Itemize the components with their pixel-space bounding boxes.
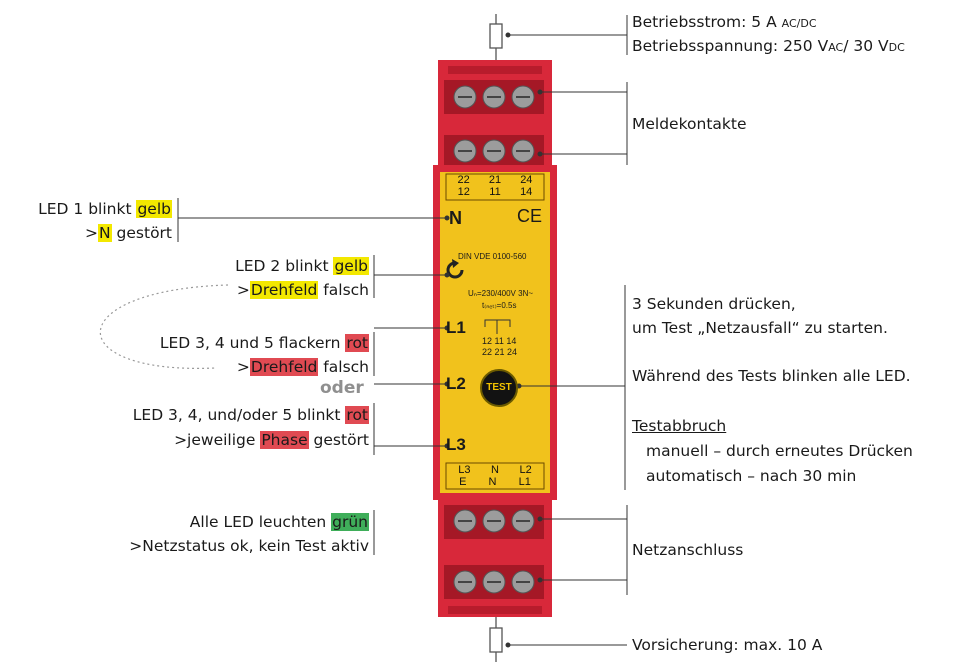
terminal-label: N [491, 464, 499, 476]
highlight-red: rot [345, 334, 369, 352]
led-label-l1: L1 [446, 318, 466, 337]
highlight-yellow: N [98, 224, 112, 242]
test-instruction-1: 3 Sekunden drücken, [632, 295, 796, 313]
terminal-label: 11 [489, 186, 501, 198]
relay-row1: 12 11 14 [482, 336, 517, 346]
terminal-label: 24 [520, 174, 533, 186]
text: LED 3, 4 und 5 flackern [159, 334, 346, 352]
text: >jeweilige [174, 431, 261, 449]
spec-time: t₍ₙₑₜ₎=0.5s [482, 301, 517, 310]
highlight-red: Drehfeld [249, 358, 319, 376]
text: falsch [318, 281, 369, 299]
led-label-l3: L3 [446, 435, 466, 454]
text: LED 1 blinkt [38, 200, 137, 218]
test-button[interactable]: TEST [480, 369, 518, 407]
pre-fuse-label: Vorsicherung: max. 10 A [632, 636, 823, 654]
operating-current: Betriebsstrom: 5 A AC/DC [632, 12, 817, 34]
terminal-label: L3 [458, 464, 471, 476]
led345-blink-line1: LED 3, 4, und/oder 5 blinkt rot [133, 405, 369, 425]
text: AC [828, 41, 844, 54]
operating-voltage: Betriebsspannung: 250 VAC/ 30 VDC [632, 36, 905, 58]
text: Betriebsspannung: 250 V [632, 37, 829, 55]
callout-lines [177, 15, 628, 648]
din-label: DIN VDE 0100-560 [458, 252, 527, 261]
highlight-red: Phase [260, 431, 309, 449]
led345-blink-line2: >jeweilige Phase gestört [174, 430, 369, 450]
text: falsch [318, 358, 369, 376]
highlight-yellow: gelb [333, 257, 369, 275]
text: > [236, 281, 250, 299]
ce-mark: CE [517, 206, 543, 226]
text: gestört [308, 431, 369, 449]
test-abort-manual: manuell – durch erneutes Drücken [646, 442, 913, 460]
terminal-label: 22 [457, 174, 470, 186]
led1-line1: LED 1 blinkt gelb [38, 199, 172, 219]
device-body-panel [440, 172, 550, 493]
all-led-line1: Alle LED leuchten grün [190, 512, 369, 532]
terminal-label: 12 [457, 186, 470, 198]
mains-connection-label: Netzanschluss [632, 541, 744, 559]
test-abort-auto: automatisch – nach 30 min [646, 467, 857, 485]
text: DC [888, 41, 905, 54]
rotation-icon [446, 259, 464, 279]
terminal-label: N [488, 476, 497, 488]
text: > [236, 358, 250, 376]
top-terminal-numbers: 22 21 24 12 11 14 [448, 174, 542, 198]
top-fuse-icon [489, 14, 503, 60]
test-instruction-3: Während des Tests blinken alle LED. [632, 367, 911, 385]
highlight-yellow: Drehfeld [249, 281, 319, 299]
spec-voltage: Uₙ=230/400V 3N~ [468, 289, 534, 298]
test-instruction-2: um Test „Netzausfall“ zu starten. [632, 319, 888, 337]
highlight-yellow: gelb [136, 200, 172, 218]
led-label-n: N [449, 208, 462, 228]
led2-line1: LED 2 blinkt gelb [235, 256, 369, 276]
led345-flicker-line1: LED 3, 4 und 5 flackern rot [160, 333, 369, 353]
text: LED 3, 4, und/oder 5 blinkt [132, 406, 346, 424]
dotted-connector [99, 284, 229, 369]
upper-screws [453, 85, 535, 163]
bottom-fuse-icon [489, 617, 503, 662]
text: AC/DC [781, 17, 817, 30]
led-label-l2: L2 [446, 374, 466, 393]
highlight-red: rot [345, 406, 369, 424]
text: gestört [111, 224, 172, 242]
text: / 30 V [843, 37, 889, 55]
text: Betriebsstrom: 5 A [632, 13, 782, 31]
text: LED 2 blinkt [235, 257, 334, 275]
text: Alle LED leuchten [189, 513, 332, 531]
led2-line2: >Drehfeld falsch [237, 280, 369, 300]
all-led-line2: >Netzstatus ok, kein Test aktiv [129, 537, 369, 555]
terminal-label: 14 [520, 186, 533, 198]
text: > [85, 224, 98, 242]
terminal-label: L1 [518, 476, 531, 488]
led345-flicker-line2: >Drehfeld falsch [237, 357, 369, 377]
bottom-terminal-labels: L3 N L2 E N L1 [448, 464, 542, 488]
test-abort-heading: Testabbruch [632, 417, 727, 435]
lower-screws [453, 509, 535, 594]
led1-line2: >N gestört [85, 223, 172, 243]
terminal-label: L2 [519, 464, 532, 476]
or-label: oder [320, 378, 364, 398]
highlight-green: grün [331, 513, 369, 531]
relay-row2: 22 21 24 [482, 347, 518, 357]
terminal-label: E [459, 476, 467, 488]
signal-contacts-label: Meldekontakte [632, 115, 747, 133]
terminal-label: 21 [488, 174, 502, 186]
